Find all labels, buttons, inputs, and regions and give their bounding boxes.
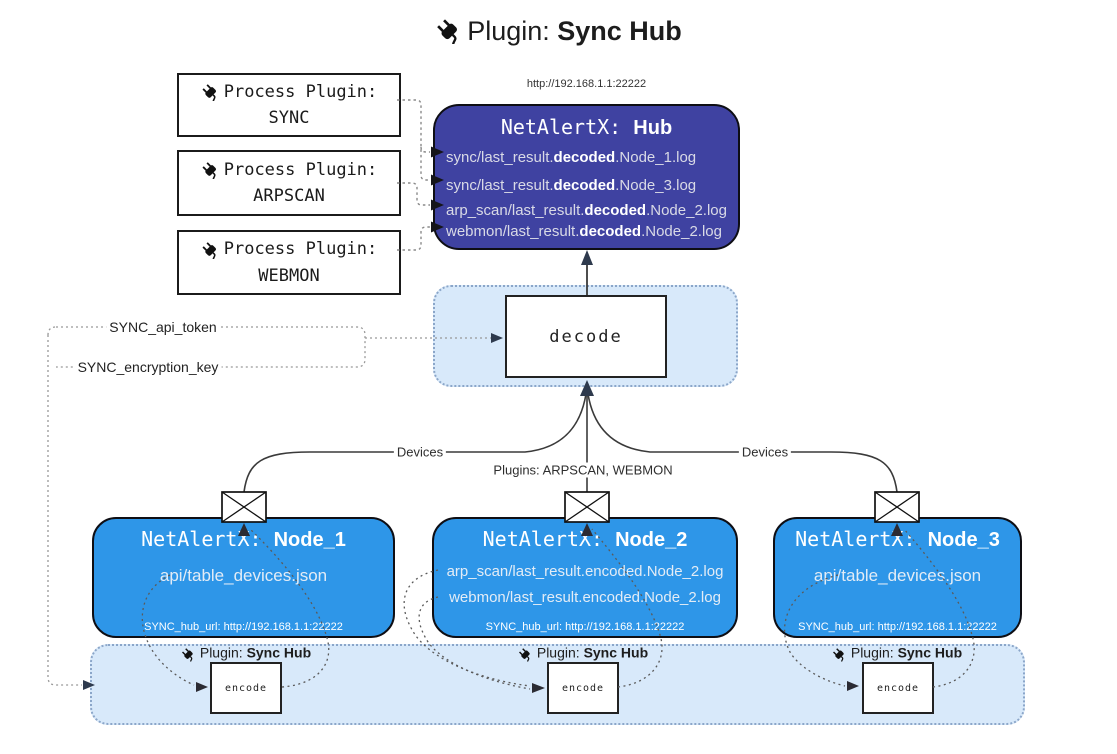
devices-edge-label: Devices: [738, 444, 792, 460]
hub-log-line: sync/last_result.decoded.Node_3.log: [446, 177, 697, 194]
title-prefix: Plugin:: [467, 16, 550, 46]
arrowhead-into-hub: [581, 250, 593, 265]
plug-icon: [517, 646, 535, 664]
process-plugin-label: Process Plugin:: [223, 81, 378, 102]
node-title: NetAlertX: Node_1: [141, 527, 346, 551]
process-plugin-box-sync: Process Plugin: SYNC: [177, 73, 401, 137]
node-title: NetAlertX: Node_3: [795, 527, 1000, 551]
encode-plugin-label: Plugin: Sync Hub: [517, 645, 648, 664]
plug-icon: [200, 82, 220, 102]
encode-box: encode: [547, 662, 619, 714]
node-file-line: arp_scan/last_result.encoded.Node_2.log: [446, 563, 724, 580]
plugin-to-hub-edges: [397, 99, 430, 251]
plug-icon: [200, 160, 220, 180]
node-hub-url: SYNC_hub_url: http://192.168.1.1:22222: [144, 621, 343, 633]
hub-title-name: Hub: [633, 117, 673, 139]
decode-box: decode: [505, 295, 667, 378]
hub-url-label: http://192.168.1.1:22222: [526, 78, 647, 90]
process-plugin-box-webmon: Process Plugin: WEBMON: [177, 230, 401, 295]
hub-log-line: arp_scan/last_result.decoded.Node_2.log: [446, 202, 727, 219]
title-name: Sync Hub: [557, 16, 682, 46]
process-plugin-label: Process Plugin:: [223, 239, 378, 260]
node-file-line: api/table_devices.json: [159, 566, 328, 585]
plugins-edge-label: Plugins: ARPSCAN, WEBMON: [490, 462, 676, 478]
hub-title-prefix: NetAlertX:: [500, 115, 622, 139]
sync-encryption-key-label: SYNC_encryption_key: [74, 359, 222, 375]
process-plugin-box-arpscan: Process Plugin: ARPSCAN: [177, 150, 401, 216]
hub-box: NetAlertX: Hub sync/last_result.decoded.…: [433, 104, 740, 250]
node-box-node1: NetAlertX: Node_1 api/table_devices.json…: [92, 517, 395, 638]
sync-api-token-label: SYNC_api_token: [106, 319, 220, 335]
node-file-line: webmon/last_result.encoded.Node_2.log: [449, 589, 721, 606]
hub-log-line: webmon/last_result.decoded.Node_2.log: [446, 223, 722, 240]
encode-plugin-label: Plugin: Sync Hub: [831, 645, 962, 664]
node-title: NetAlertX: Node_2: [482, 527, 688, 551]
process-plugin-name: WEBMON: [258, 265, 320, 286]
hub-log-line: sync/last_result.decoded.Node_1.log: [446, 149, 697, 166]
encode-box: encode: [862, 662, 934, 714]
plug-icon: [434, 16, 466, 48]
process-plugin-label: Process Plugin:: [223, 159, 378, 180]
plug-icon: [831, 646, 849, 664]
process-plugin-name: SYNC: [268, 108, 310, 128]
hub-title: NetAlertX: Hub: [435, 115, 738, 140]
plug-icon: [200, 240, 220, 259]
node-box-node3: NetAlertX: Node_3 api/table_devices.json…: [773, 517, 1022, 638]
encode-box: encode: [210, 662, 282, 714]
page-title: Plugin: Sync Hub: [0, 16, 1117, 48]
plug-icon: [180, 646, 198, 664]
node-file-line: api/table_devices.json: [813, 566, 982, 585]
node-box-node2: NetAlertX: Node_2 arp_scan/last_result.e…: [432, 517, 738, 638]
node-hub-url: SYNC_hub_url: http://192.168.1.1:22222: [798, 621, 997, 633]
devices-edge-label: Devices: [393, 444, 447, 460]
encode-plugin-label: Plugin: Sync Hub: [180, 645, 311, 664]
process-plugin-name: ARPSCAN: [253, 186, 325, 206]
node-hub-url: SYNC_hub_url: http://192.168.1.1:22222: [485, 621, 685, 633]
